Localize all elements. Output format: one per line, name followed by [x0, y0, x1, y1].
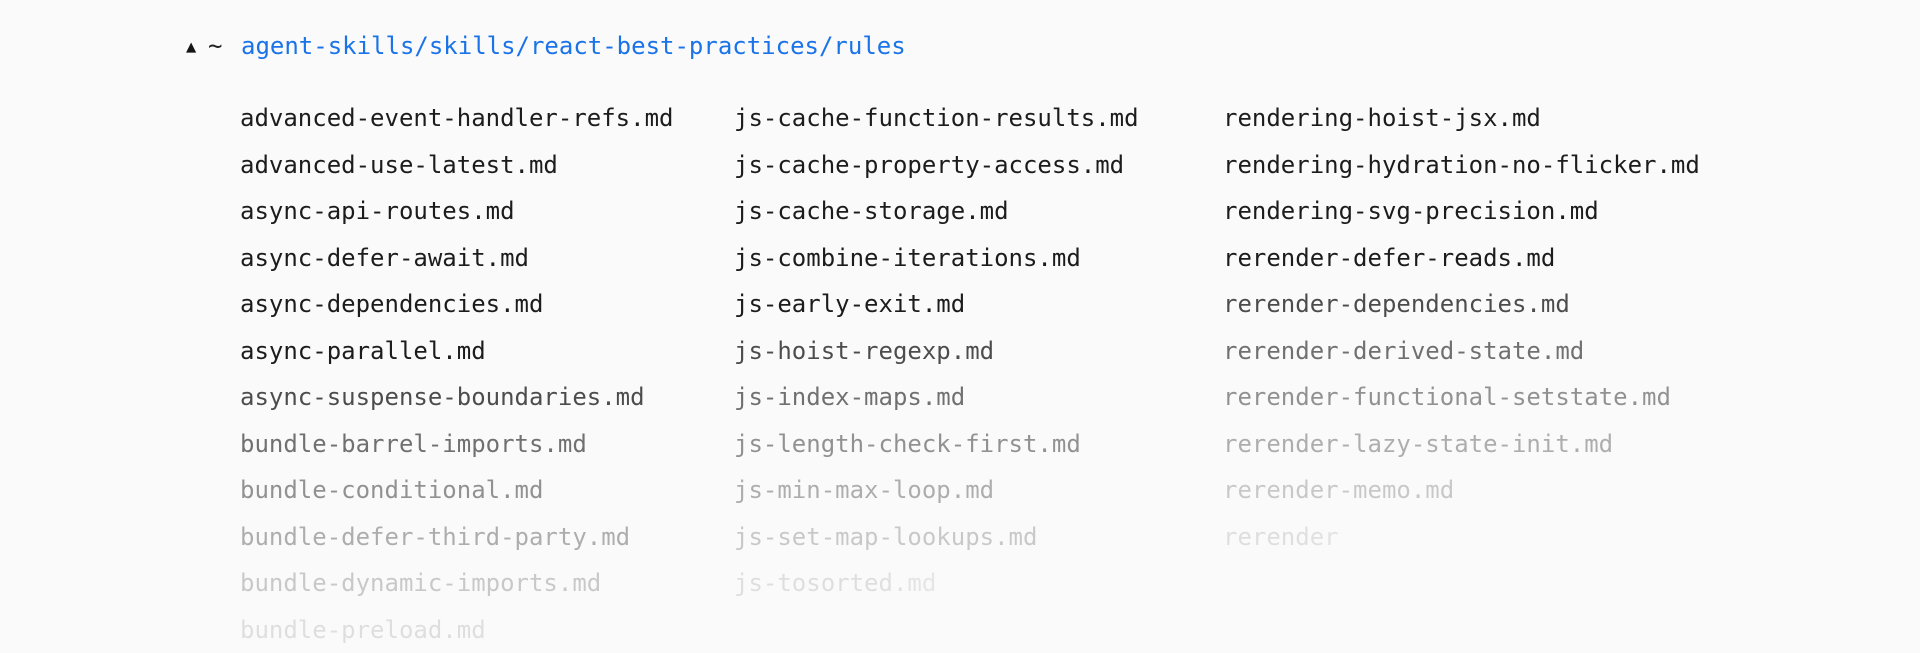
- file-item: bundle-preload.md: [240, 615, 486, 644]
- home-tilde-symbol: ~: [208, 32, 223, 60]
- file-item: async-defer-await.md: [240, 243, 529, 272]
- file-item: rerender-memo.md: [1223, 476, 1455, 504]
- file-item: rerender-derived-state.md: [1223, 336, 1585, 365]
- file-item: rerender-dependencies.md: [1223, 290, 1570, 318]
- file-item: bundle-barrel-imports.md: [240, 429, 587, 458]
- file-item: js-tosorted.md: [734, 569, 937, 597]
- folder-path-link[interactable]: agent-skills/skills/react-best-practices…: [241, 32, 906, 60]
- file-item: bundle-conditional.md: [240, 476, 544, 504]
- file-item: async-api-routes.md: [240, 197, 515, 225]
- file-item: js-min-max-loop.md: [734, 476, 995, 504]
- file-item: async-parallel.md: [240, 336, 486, 365]
- file-item: js-hoist-regexp.md: [734, 336, 995, 365]
- file-item: advanced-event-handler-refs.md: [240, 104, 674, 132]
- file-item: rendering-svg-precision.md: [1223, 197, 1599, 225]
- file-column: rendering-hoist-jsx.md rendering-hydratio…: [1223, 95, 1700, 560]
- file-item: js-cache-function-results.md: [734, 104, 1139, 132]
- file-item: rerender-lazy-state-init.md: [1223, 429, 1614, 458]
- file-item: js-length-check-first.md: [734, 429, 1081, 458]
- file-item: advanced-use-latest.md: [240, 150, 558, 179]
- file-item: js-set-map-lookups.md: [734, 522, 1038, 551]
- file-item: async-suspense-boundaries.md: [240, 383, 645, 411]
- file-item: js-cache-property-access.md: [734, 150, 1125, 179]
- file-item: rerender-functional-setstate.md: [1223, 383, 1671, 411]
- file-item: js-index-maps.md: [734, 383, 966, 411]
- file-column: js-cache-function-results.md js-cache-pro…: [734, 95, 1139, 607]
- file-item: js-cache-storage.md: [734, 197, 1009, 225]
- collapse-triangle-icon[interactable]: ▲: [186, 37, 197, 57]
- file-item: rendering-hoist-jsx.md: [1223, 104, 1541, 132]
- file-item: js-early-exit.md: [734, 290, 966, 318]
- file-item: js-combine-iterations.md: [734, 243, 1081, 272]
- file-item: rerender-defer-reads.md: [1223, 243, 1556, 272]
- file-item: async-dependencies.md: [240, 290, 544, 318]
- file-item: bundle-dynamic-imports.md: [240, 569, 602, 597]
- file-item: rendering-hydration-no-flicker.md: [1223, 150, 1700, 179]
- file-column: advanced-event-handler-refs.md advanced-u…: [240, 95, 673, 653]
- file-item: rerender: [1223, 522, 1339, 551]
- file-item: bundle-defer-third-party.md: [240, 522, 631, 551]
